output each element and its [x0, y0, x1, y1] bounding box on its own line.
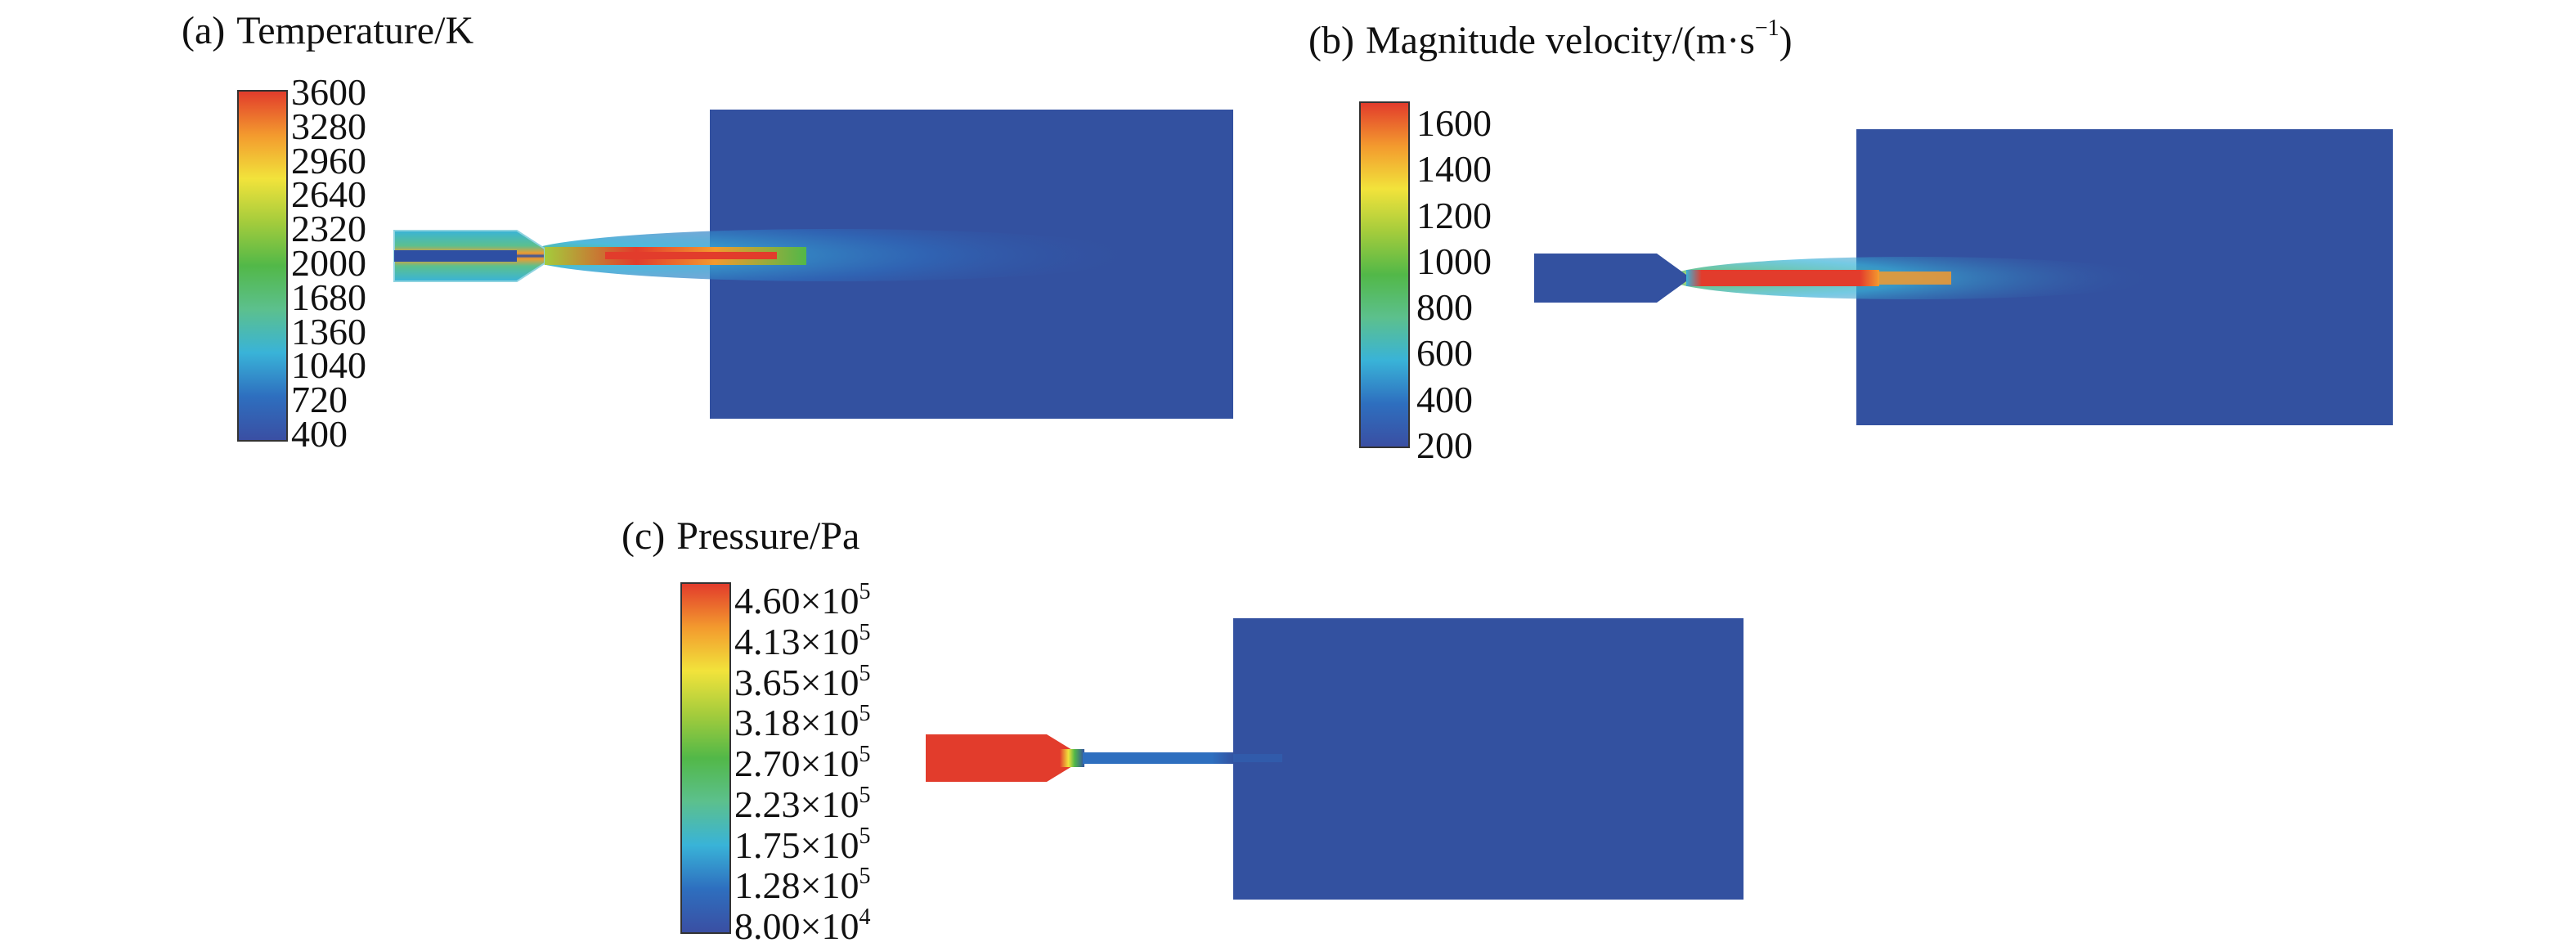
tick-mantissa: 2.70×10: [734, 743, 859, 784]
colorbar-tick-label: 2640: [291, 173, 366, 216]
colorbar-tick-label: 1360: [291, 310, 366, 352]
colorbar-tick-label: 400: [1416, 378, 1473, 420]
colorbar-tick-label: 4.60×105: [734, 579, 871, 622]
colorbar-tick-label: 1600: [1416, 102, 1492, 144]
tick-mantissa: 8.00×10: [734, 905, 859, 947]
panel-a-quantity: Temperature/K: [236, 9, 474, 52]
tick-mantissa: 4.60×10: [734, 580, 859, 622]
tick-exponent: 5: [859, 782, 871, 808]
tick-exponent: 5: [859, 742, 871, 767]
temperature-field: [393, 110, 1233, 419]
colorbar-tick-label: 3600: [291, 71, 366, 113]
panel-a-title: (a)Temperature/K: [182, 11, 473, 51]
pressure-field: [926, 618, 1744, 900]
panel-b-title: (b) Magnitude velocity/(m·s−1): [1308, 16, 1793, 62]
pressure-jet-fade: [1233, 754, 1282, 762]
colorbar-tick-label: 1200: [1416, 194, 1492, 236]
pressure-nozzle: [926, 734, 1076, 782]
temperature-nozzle-core: [394, 250, 517, 262]
panel-c-title: (c)Pressure/Pa: [622, 517, 859, 556]
velocity-nozzle: [1534, 254, 1686, 303]
velocity-field: [1534, 129, 2393, 425]
panel-a-label: (a): [182, 9, 226, 52]
pressure-chamber: [1233, 618, 1744, 900]
colorbar-temperature: [237, 90, 288, 442]
panel-b-quantity: Magnitude velocity/(m·s−1): [1365, 16, 1793, 62]
tick-exponent: 5: [859, 619, 871, 645]
tick-exponent: 5: [859, 864, 871, 890]
tick-mantissa: 1.75×10: [734, 824, 859, 866]
colorbar-tick-label: 1.28×105: [734, 864, 871, 907]
colorbar-tick-label: 1040: [291, 344, 366, 387]
tick-exponent: 5: [859, 579, 871, 604]
panel-c-label: (c): [622, 514, 666, 558]
colorbar-tick-label: 800: [1416, 286, 1473, 329]
tick-mantissa: 2.23×10: [734, 783, 859, 825]
colorbar-tick-label: 3280: [291, 105, 366, 147]
pressure-jet-tube: [1083, 752, 1235, 764]
tick-mantissa: 4.13×10: [734, 620, 859, 662]
colorbar-tick-label: 2000: [291, 242, 366, 284]
tick-exponent: 5: [859, 823, 871, 849]
colorbar-tick-label: 8.00×104: [734, 905, 870, 947]
tick-exponent: 5: [859, 660, 871, 686]
colorbar-pressure: [680, 582, 731, 934]
tick-mantissa: 1.28×10: [734, 864, 859, 907]
colorbar-tick-label: 720: [291, 379, 348, 421]
velocity-jet-tube: [1686, 270, 1879, 286]
colorbar-tick-label: 200: [1416, 424, 1473, 466]
colorbar-tick-label: 1680: [291, 276, 366, 318]
temperature-plume: [523, 229, 1145, 281]
tick-exponent: 5: [859, 701, 871, 727]
colorbar-tick-label: 1.75×105: [734, 823, 871, 866]
velocity-jet-tail: [1878, 272, 1951, 285]
panel-b-label: (b): [1308, 19, 1354, 62]
pressure-nozzle-transition: [1060, 749, 1084, 767]
colorbar-tick-label: 3.65×105: [734, 660, 871, 703]
tick-mantissa: 3.65×10: [734, 661, 859, 703]
colorbar-tick-label: 1400: [1416, 148, 1492, 191]
colorbar-tick-label: 2960: [291, 139, 366, 182]
colorbar-tick-label: 2.70×105: [734, 742, 871, 784]
panel-c-quantity: Pressure/Pa: [676, 514, 860, 558]
colorbar-tick-label: 400: [291, 413, 348, 455]
temperature-jet-hot-core: [605, 252, 777, 259]
tick-exponent: 4: [859, 904, 871, 930]
colorbar-tick-label: 600: [1416, 332, 1473, 375]
colorbar-tick-label: 2.23×105: [734, 782, 871, 825]
colorbar-tick-label: 3.18×105: [734, 701, 871, 744]
colorbar-tick-label: 1000: [1416, 240, 1492, 282]
colorbar-tick-label: 4.13×105: [734, 619, 871, 662]
colorbar-velocity: [1359, 101, 1410, 448]
tick-mantissa: 3.18×10: [734, 702, 859, 744]
colorbar-tick-label: 2320: [291, 208, 366, 250]
